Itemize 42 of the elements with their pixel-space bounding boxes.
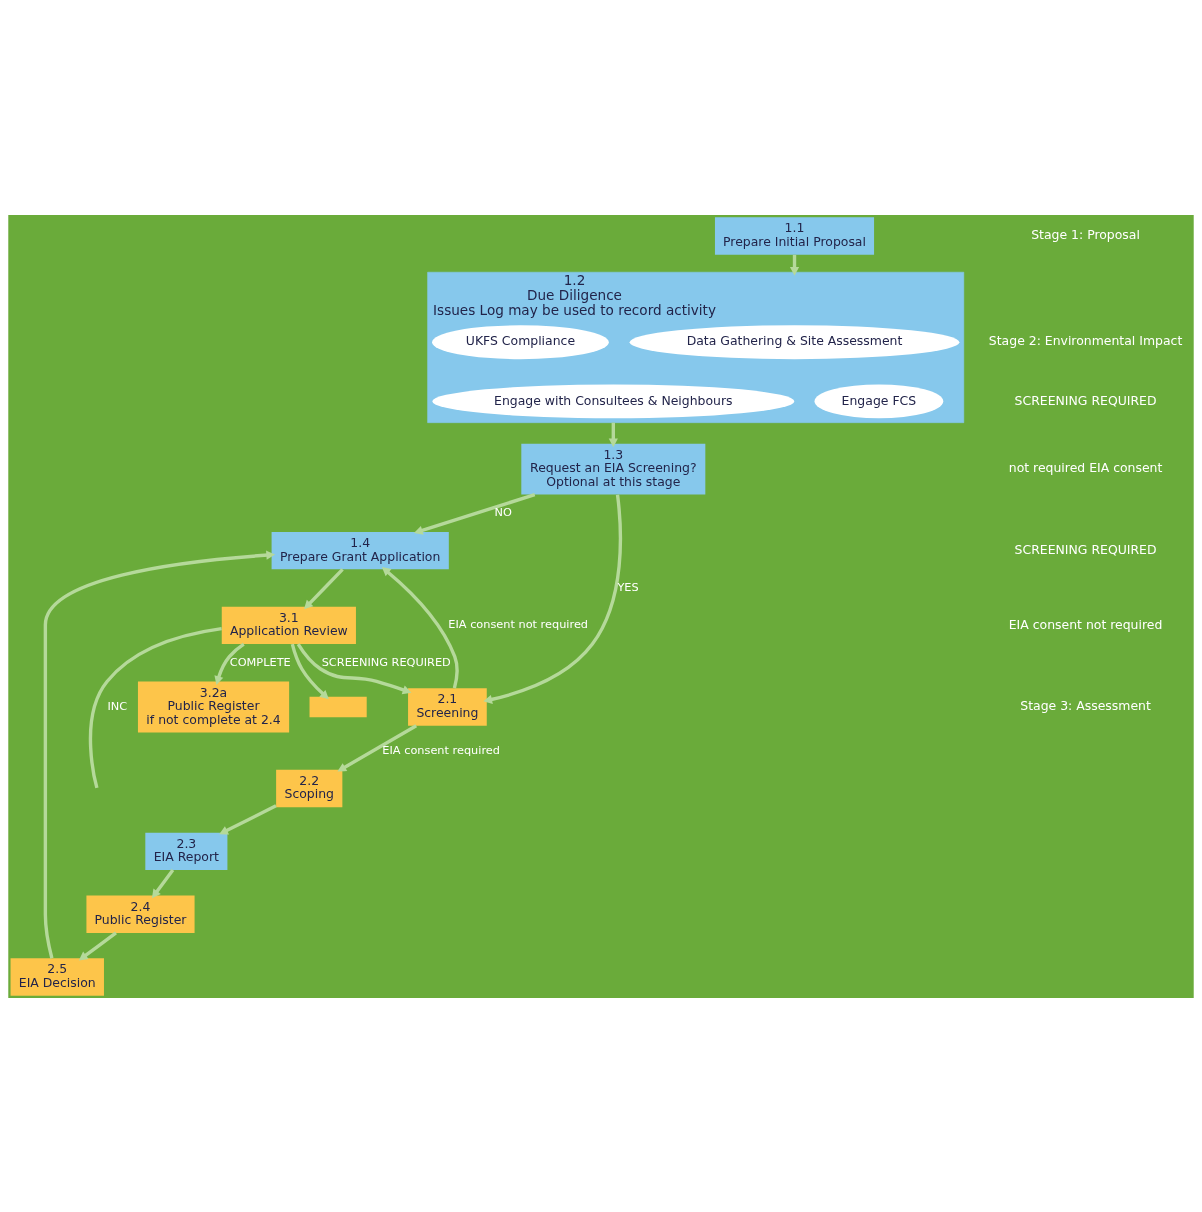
node-ellipse: UKFS Compliance — [432, 324, 609, 359]
edge-label: SCREENING REQUIRED — [321, 654, 451, 669]
arrow — [303, 567, 344, 609]
arrow — [413, 492, 536, 535]
node-ellipse: Data Gathering & Site Assessment — [629, 324, 960, 359]
node-box: 1.3 Request an EIA Screening? Optional at this stage — [521, 443, 706, 495]
label: EIA consent not required — [1008, 616, 1163, 632]
arrow — [214, 642, 245, 685]
label: Stage 1: Proposal — [1031, 226, 1140, 242]
label: Stage 2: Environmental Impact — [988, 332, 1183, 348]
arrow — [78, 931, 117, 960]
edge-label: EIA consent required — [382, 742, 500, 757]
edge-label: NO — [494, 504, 512, 519]
node-box: 2.4 Public Register — [86, 895, 195, 933]
node-box: 3.1 Application Review — [221, 606, 356, 644]
edge-label: EIA consent not required — [448, 616, 589, 631]
node-box: 1.1 Prepare Initial Proposal — [714, 216, 875, 255]
label: SCREENING REQUIRED — [1014, 392, 1157, 408]
arrow — [337, 723, 418, 772]
edge-label: INC — [107, 698, 128, 713]
arrow — [290, 643, 329, 699]
node-box: 2.5 EIA Decision — [10, 957, 104, 996]
node-box: 1.4 Prepare Grant Application — [271, 531, 449, 569]
arrow — [483, 494, 623, 704]
connector — [88, 626, 222, 788]
edge-label: YES — [617, 579, 639, 594]
edge-label: COMPLETE — [229, 654, 291, 669]
arrow — [43, 550, 276, 959]
node-ellipse: Engage FCS — [814, 383, 944, 418]
node-ellipse: Engage with Consultees & Neighbours — [432, 383, 795, 418]
label: Stage 3: Assessment — [1020, 697, 1151, 713]
node-box — [309, 696, 367, 717]
node-box: 2.3 EIA Report — [145, 832, 228, 870]
arrow — [219, 803, 277, 834]
arrow — [151, 868, 175, 898]
node-box: 2.1 Screening — [408, 687, 487, 726]
node-box: 3.2a Public Register if not complete at 2.4 — [137, 680, 290, 732]
node-box: 2.2 Scoping — [276, 769, 343, 807]
arrow — [296, 642, 412, 694]
arrow — [381, 566, 459, 689]
label: not required EIA consent — [1008, 459, 1163, 475]
label: SCREENING REQUIRED — [1014, 541, 1157, 557]
